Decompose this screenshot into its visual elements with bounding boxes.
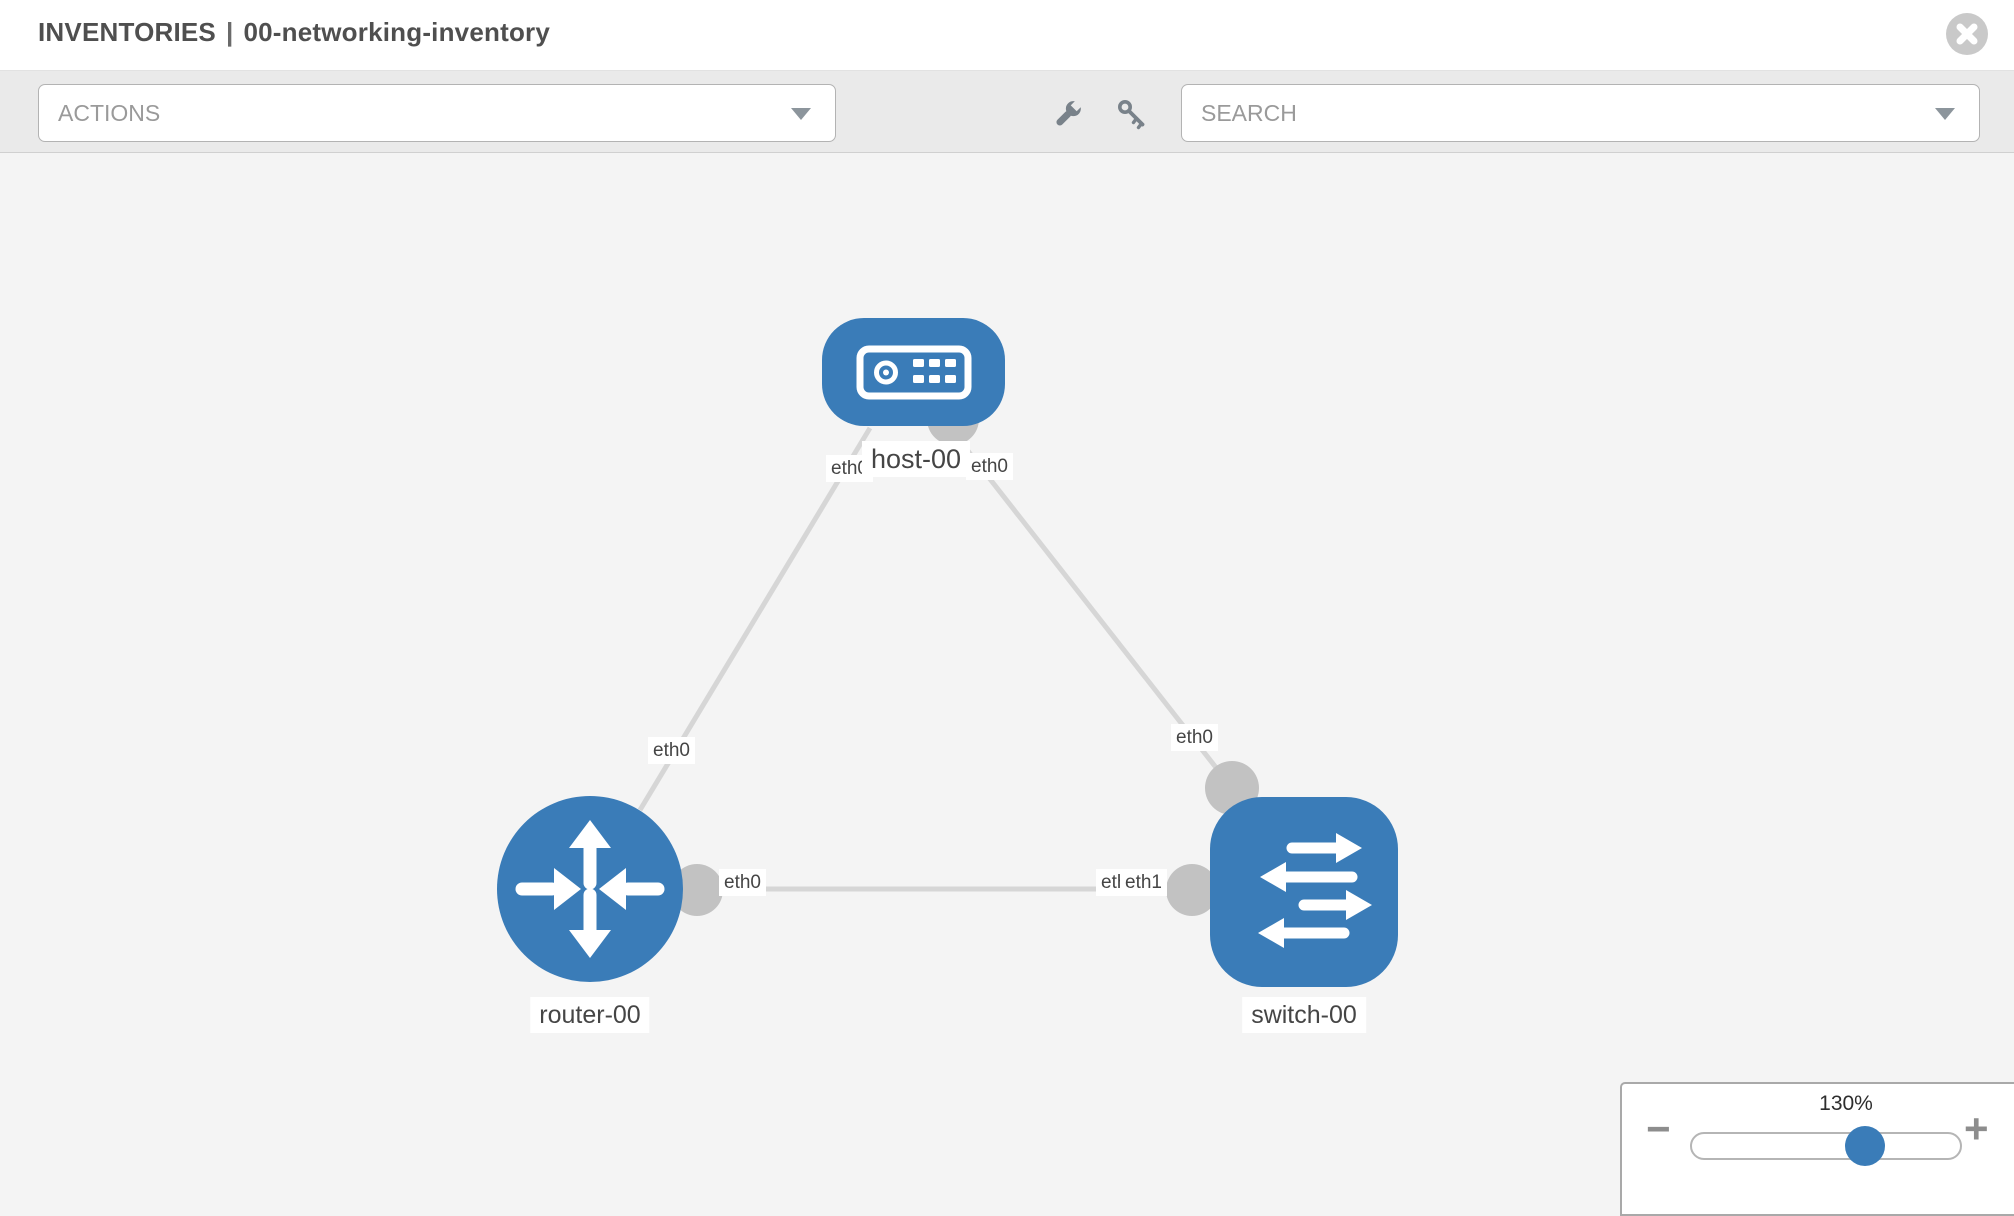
actions-dropdown[interactable]: ACTIONS xyxy=(38,84,836,142)
connector-router-right xyxy=(671,864,723,916)
zoom-slider-track[interactable] xyxy=(1690,1132,1962,1160)
wrench-icon[interactable] xyxy=(1048,96,1086,134)
node-label-router: router-00 xyxy=(530,997,650,1033)
zoom-out-button[interactable]: − xyxy=(1646,1105,1671,1152)
node-switch-00[interactable] xyxy=(1210,797,1398,987)
iface-label: eth0 xyxy=(648,737,695,764)
chevron-down-icon xyxy=(1935,108,1955,120)
zoom-slider-thumb[interactable] xyxy=(1845,1126,1885,1166)
topology-canvas[interactable]: eth0 eth0 eth0 eth0 eth0 eth0 eth1 host-… xyxy=(0,152,2014,1200)
breadcrumb-divider: | xyxy=(225,17,234,47)
breadcrumb-section: INVENTORIES xyxy=(38,17,216,47)
header-bar: INVENTORIES | 00-networking-inventory xyxy=(0,0,2014,71)
page-title: INVENTORIES | 00-networking-inventory xyxy=(38,17,550,48)
iface-label: eth1 xyxy=(1120,869,1167,896)
zoom-in-button[interactable]: + xyxy=(1964,1105,1989,1152)
search-dropdown-label: SEARCH xyxy=(1201,100,1297,126)
iface-label: eth0 xyxy=(1171,724,1218,751)
actions-dropdown-label: ACTIONS xyxy=(58,100,161,126)
zoom-panel: 130% − + xyxy=(1620,1082,2014,1216)
close-icon[interactable] xyxy=(1946,13,1988,55)
topology-links xyxy=(637,426,1234,892)
inventory-name: 00-networking-inventory xyxy=(243,17,551,47)
node-host-00[interactable] xyxy=(822,318,1005,426)
node-label-switch: switch-00 xyxy=(1242,997,1366,1033)
node-router-00[interactable] xyxy=(497,796,683,982)
iface-label: eth0 xyxy=(966,453,1013,480)
switch-icon xyxy=(1258,833,1372,948)
toolbar: ACTIONS SEARCH xyxy=(0,71,2014,153)
node-label-host: host-00 xyxy=(861,441,971,477)
connector-switch-left xyxy=(1166,864,1218,916)
zoom-level-value: 130% xyxy=(1819,1092,1873,1115)
router-icon xyxy=(515,820,665,958)
iface-label: eth0 xyxy=(719,869,766,896)
chevron-down-icon xyxy=(791,108,811,120)
host-icon xyxy=(856,345,972,400)
search-dropdown[interactable]: SEARCH xyxy=(1181,84,1980,142)
key-icon[interactable] xyxy=(1114,96,1152,134)
close-x-glyph xyxy=(1956,23,1978,45)
